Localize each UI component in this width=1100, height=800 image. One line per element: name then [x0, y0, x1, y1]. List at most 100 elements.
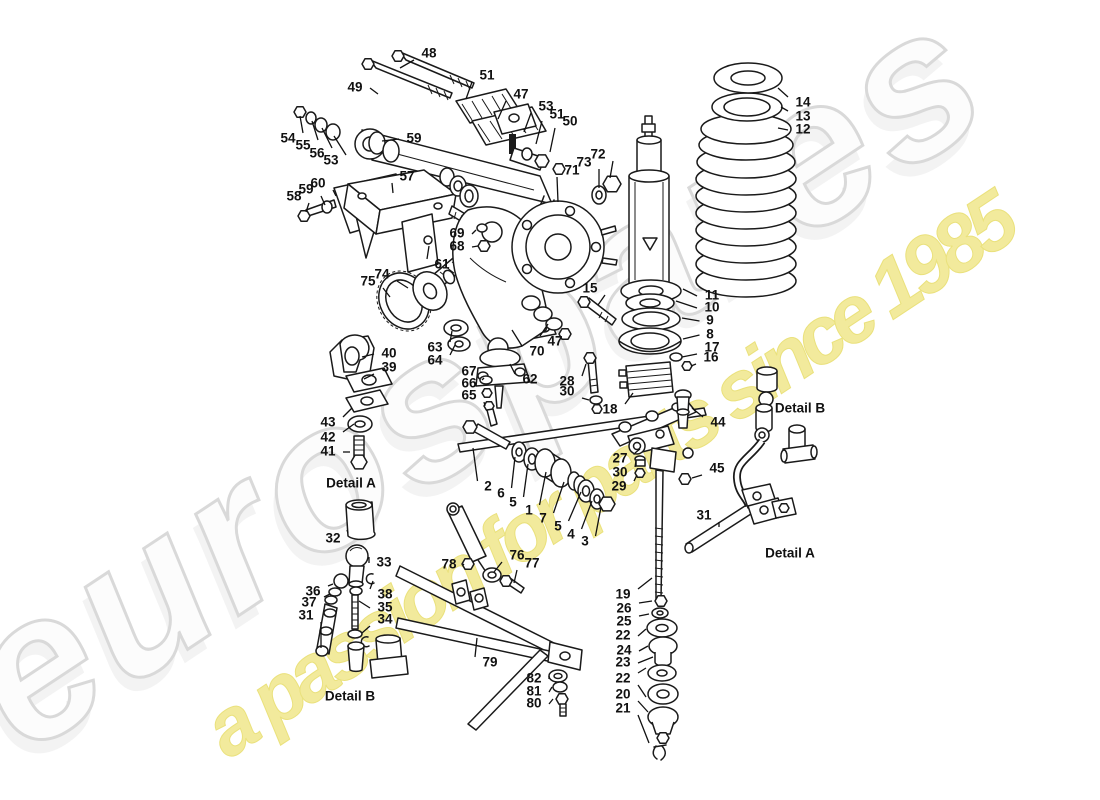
part-callout-44: 44: [691, 407, 726, 430]
part-callout-77: 77: [513, 556, 540, 584]
leader-line: [332, 189, 337, 197]
part-callout-11: 11: [682, 288, 720, 303]
part-callout-62: 62: [509, 363, 538, 387]
part-number: 20: [615, 687, 630, 702]
part-number: 54: [280, 131, 296, 146]
part-number: 59: [406, 131, 421, 146]
part-number: 58: [286, 189, 302, 204]
part-number: 62: [522, 372, 537, 387]
part-number: 69: [449, 226, 464, 241]
part-callout-51: 51: [535, 107, 565, 145]
part-callout-38: 38: [369, 580, 393, 602]
leader-line: [342, 407, 353, 418]
part-callout-47: 47: [539, 323, 563, 349]
leader-line: [638, 600, 653, 604]
part-callout-30: 30: [612, 460, 637, 480]
leader-line: [396, 280, 409, 289]
part-number: 30: [612, 465, 627, 480]
part-number: 30: [559, 384, 574, 399]
part-callout-20: 20: [615, 687, 649, 713]
part-callout-71: 71: [556, 163, 580, 203]
leader-line: [538, 471, 547, 506]
part-number: 70: [529, 344, 544, 359]
leader-line: [493, 561, 503, 573]
part-callout-16: 16: [690, 350, 719, 367]
part-number: 18: [602, 402, 618, 417]
leader-line: [522, 463, 529, 498]
leader-line: [637, 700, 649, 713]
part-number: 14: [795, 95, 811, 110]
part-number: 39: [381, 360, 396, 375]
part-callout-49: 49: [347, 80, 379, 95]
part-callout-37: 37: [301, 593, 331, 610]
part-callout-57: 57: [391, 169, 415, 194]
part-callout-51: 51: [465, 68, 495, 100]
brake-hose-assembly: [684, 366, 818, 554]
part-callout-53: 53: [523, 99, 554, 133]
part-number: 3: [581, 534, 589, 549]
drop-link-detail: [315, 499, 409, 679]
part-number: 17: [704, 340, 719, 355]
part-callout-64: 64: [427, 344, 456, 368]
leader-line: [682, 334, 700, 340]
part-callout-34: 34: [361, 612, 393, 634]
part-number: 5: [554, 519, 562, 534]
part-number: 29: [611, 479, 626, 494]
part-callout-15: 15: [582, 281, 606, 306]
part-callout-72: 72: [590, 147, 614, 179]
part-callout-31: 31: [298, 608, 322, 648]
part-callout-18: 18: [602, 392, 634, 417]
part-number: 36: [305, 584, 321, 599]
part-callout-24: 24: [616, 643, 649, 658]
part-number: 67: [461, 364, 476, 379]
leader-line: [638, 645, 649, 652]
part-number: 53: [538, 99, 554, 114]
leader-line: [549, 127, 556, 153]
leader-line: [305, 202, 310, 213]
part-callout-12: 12: [777, 122, 811, 137]
part-number: 35: [377, 600, 393, 615]
leader-line: [682, 288, 698, 297]
part-number: 56: [309, 146, 325, 161]
part-callout-9: 9: [681, 313, 714, 328]
part-callout-41: 41: [320, 444, 350, 459]
part-number: 44: [710, 415, 726, 430]
part-callout-59: 59: [381, 131, 422, 146]
part-callout-31: 31: [696, 508, 720, 527]
part-callout-35: 35: [358, 600, 393, 615]
leader-line: [399, 59, 415, 69]
part-number: 51: [549, 107, 565, 122]
part-number: 45: [709, 461, 725, 476]
leader-line: [471, 245, 479, 248]
part-number: 60: [310, 176, 325, 191]
leader-line: [594, 506, 602, 537]
part-number: 48: [421, 46, 437, 61]
leader-line: [381, 138, 400, 142]
leader-line: [624, 392, 634, 405]
part-number: 5: [509, 495, 517, 510]
part-number: 50: [562, 114, 577, 129]
part-callout-22: 22: [615, 628, 647, 643]
part-callout-8: 8: [682, 327, 714, 342]
detail-label: Detail A: [765, 546, 815, 561]
track-rod-assembly: [457, 407, 707, 512]
part-number: 21: [615, 701, 631, 716]
part-callout-39: 39: [363, 360, 397, 380]
part-callout-59: 59: [298, 182, 326, 206]
part-callout-78: 78: [441, 557, 465, 572]
part-callout-28: 28: [559, 363, 587, 389]
leader-line: [320, 195, 326, 206]
link-bush-stack: [646, 595, 679, 761]
part-number: 16: [703, 350, 719, 365]
part-number: 9: [706, 313, 714, 328]
leader-line: [609, 160, 614, 179]
part-callout-43: 43: [320, 407, 353, 430]
part-number: 13: [795, 109, 811, 124]
leader-line: [539, 323, 549, 337]
part-number: 57: [399, 169, 414, 184]
leader-line: [333, 135, 347, 156]
part-number: 33: [376, 555, 392, 570]
leader-line: [299, 115, 304, 134]
